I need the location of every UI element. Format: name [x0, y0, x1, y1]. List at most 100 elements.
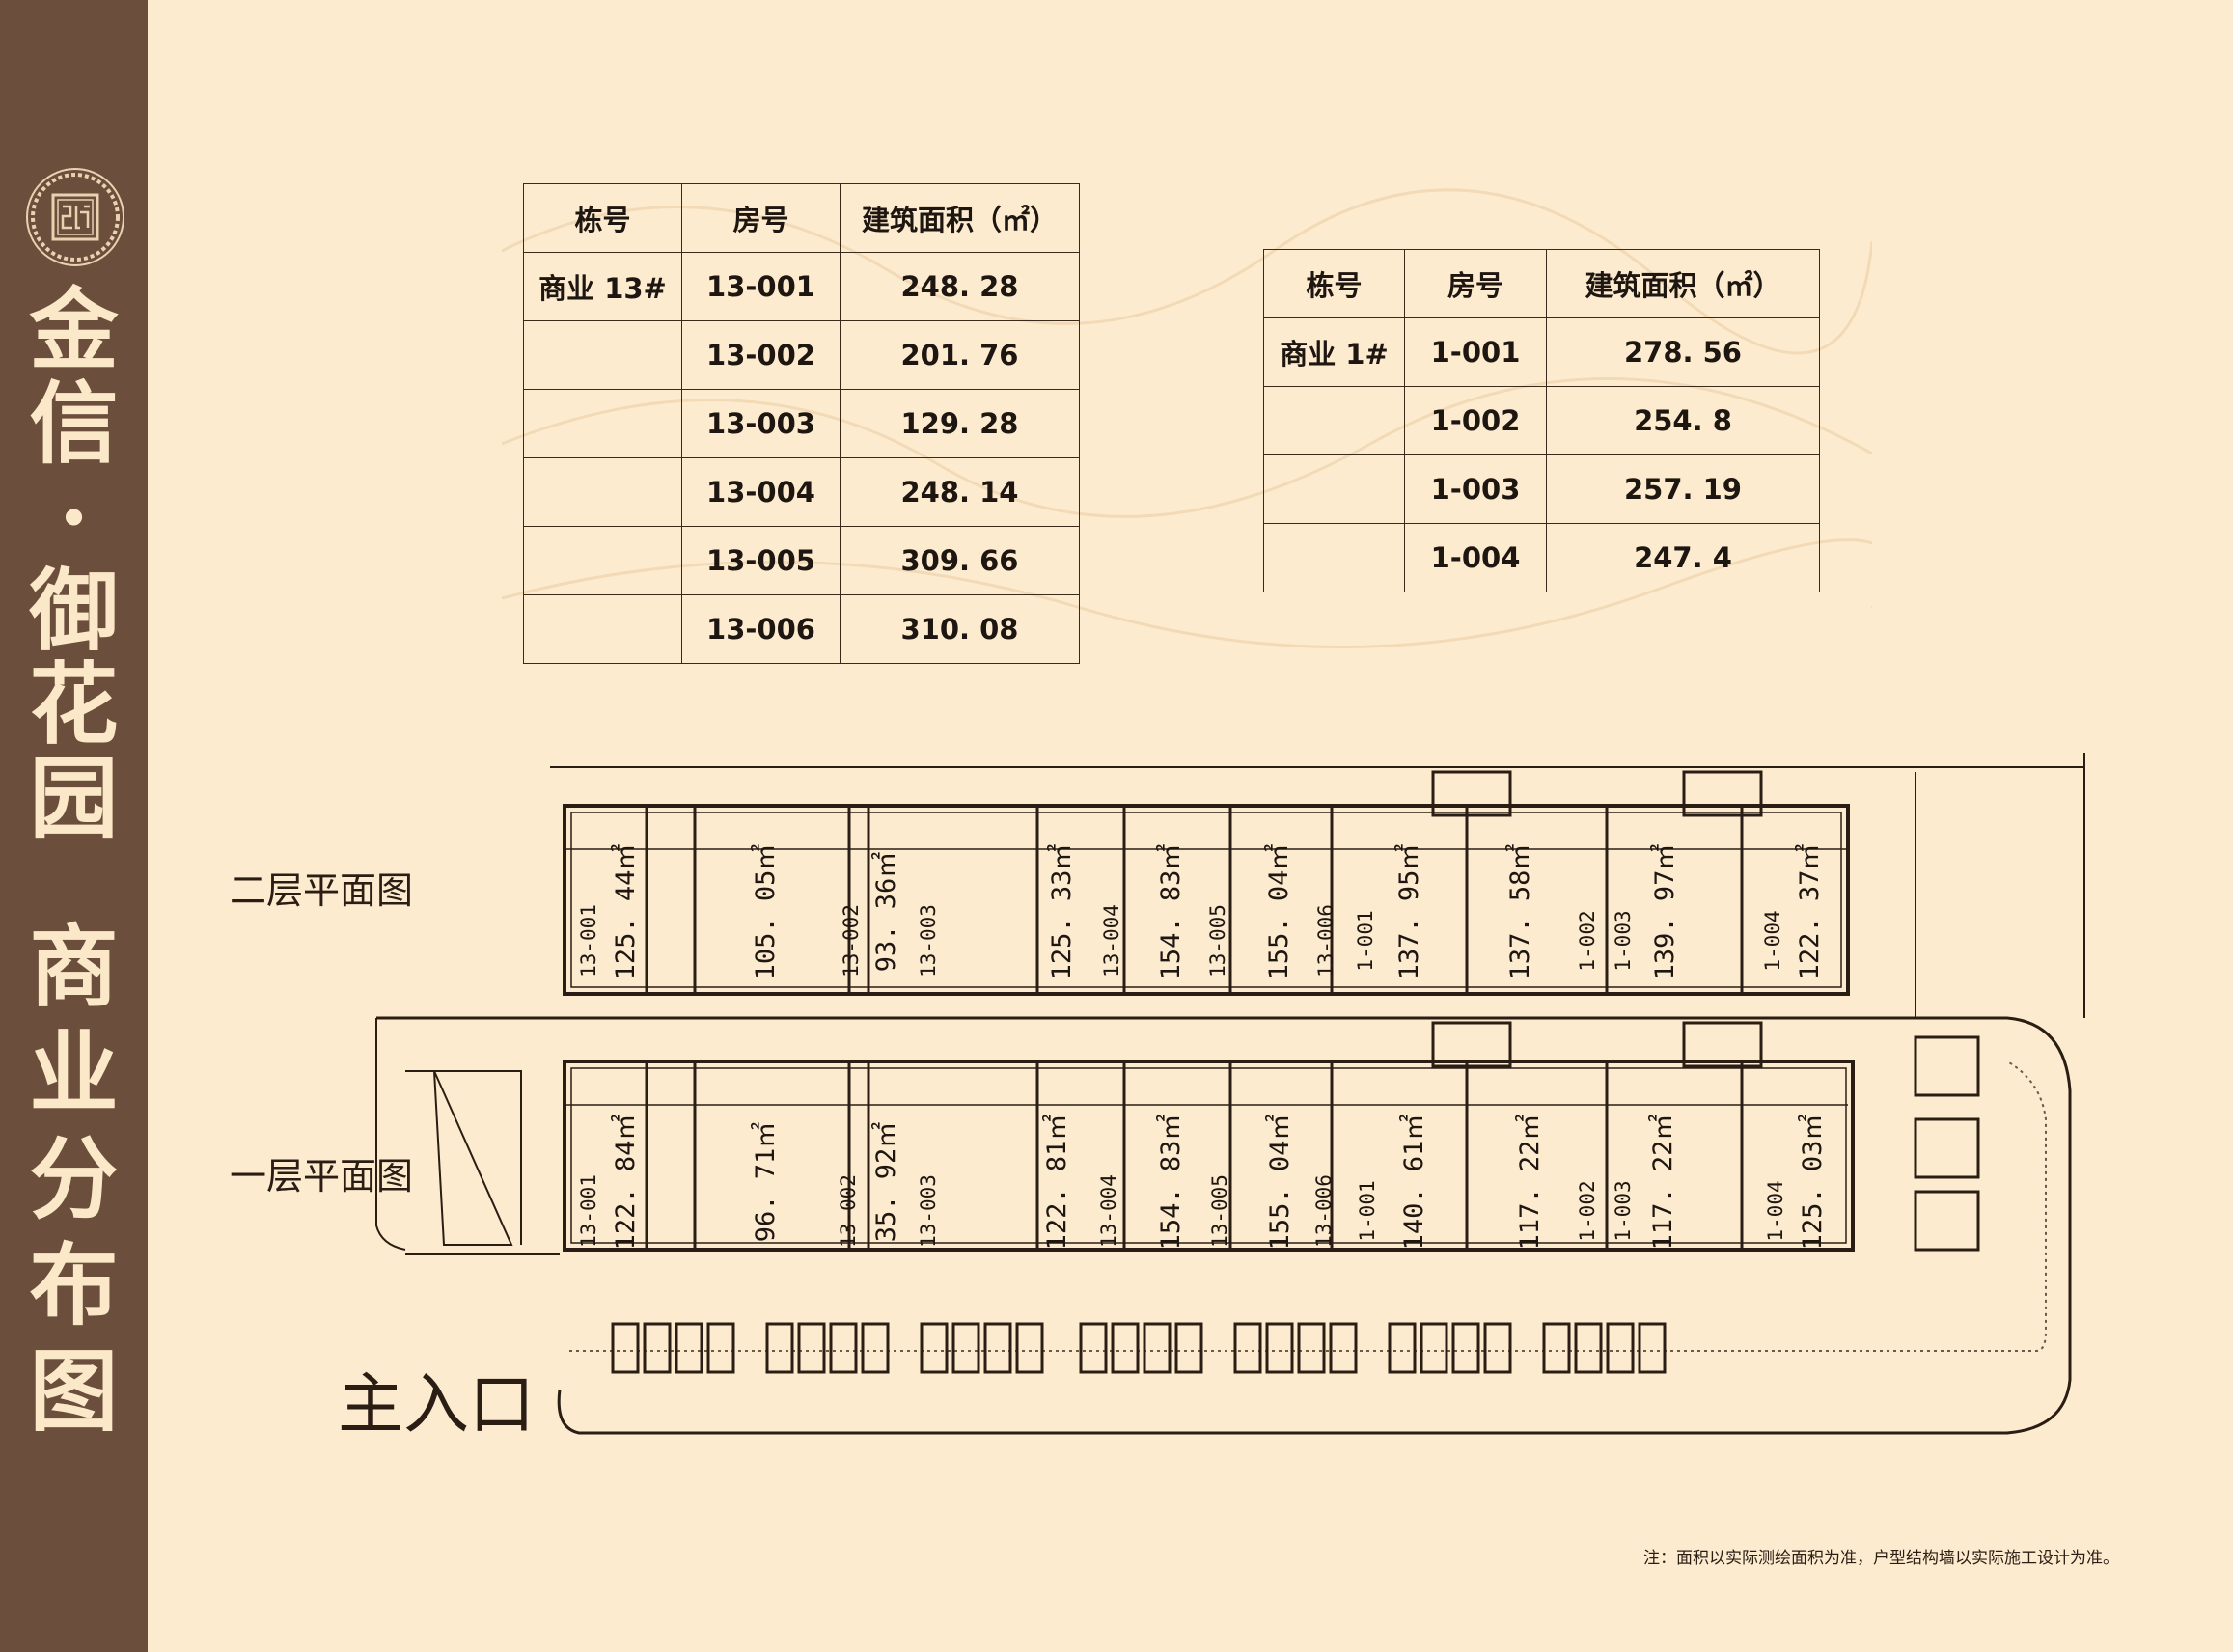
table-cell: 1-004 [1404, 523, 1547, 592]
unit-number-label: 13-003 [917, 1174, 940, 1248]
table-cell: 商业 13# [523, 252, 682, 321]
title-char: 金 [29, 278, 119, 382]
unit-area-label: 117. 22㎡ [1648, 1115, 1678, 1251]
table-cell: 13-006 [681, 594, 841, 664]
parking-stall [706, 1322, 735, 1374]
first-floor-label: 一层平面图 [230, 1155, 414, 1198]
title-char: 园 [29, 746, 119, 850]
footnote: 注：面积以实际测绘面积为准，户型结构墙以实际施工设计为准。 [1643, 1549, 2119, 1568]
table-cell: 247. 4 [1546, 523, 1820, 592]
parking-stall [983, 1322, 1012, 1374]
table-cell: 1-003 [1404, 454, 1547, 524]
parking-stall [675, 1322, 703, 1374]
column-header: 房号 [681, 183, 841, 253]
parking-stall [1143, 1322, 1172, 1374]
unit-area-label: 122. 81㎡ [1042, 1115, 1072, 1251]
main-entrance-label: 主入口 [338, 1367, 536, 1444]
parking-stall [1233, 1322, 1262, 1374]
table-cell [1263, 523, 1405, 592]
unit-area-label: 137. 95㎡ [1394, 844, 1424, 980]
table-cell: 310. 08 [840, 594, 1080, 664]
subtitle-char: 布 [29, 1233, 119, 1337]
unit-number-label: 13-005 [1206, 904, 1229, 977]
unit-number-label: 1-004 [1764, 1180, 1787, 1241]
unit-number-label: 13-001 [577, 904, 600, 977]
table-cell: 13-002 [681, 320, 841, 390]
table-cell: 13-004 [681, 457, 841, 527]
table-header: 栋号房号建筑面积（㎡） [1263, 249, 1820, 318]
table-cell: 13-005 [681, 526, 841, 595]
unit-area-label: 122. 37㎡ [1795, 844, 1825, 980]
unit-area-label: 96. 71㎡ [751, 1122, 781, 1243]
table-cell [523, 526, 682, 595]
parking-stall [1451, 1322, 1480, 1374]
unit-number-label: 1-003 [1612, 910, 1635, 971]
parking-stall [920, 1322, 949, 1374]
column-header: 建筑面积（㎡） [840, 183, 1080, 253]
unit-number-label: 13-005 [1208, 1174, 1231, 1248]
parking-stall [861, 1322, 890, 1374]
table-cell [523, 320, 682, 390]
unit-area-label: 154. 83㎡ [1156, 1115, 1186, 1251]
parking-stall [1638, 1322, 1667, 1374]
table-cell: 248. 28 [840, 252, 1080, 321]
parking-stall [1606, 1322, 1635, 1374]
unit-area-label: 125. 03㎡ [1798, 1115, 1828, 1251]
table-header: 栋号房号建筑面积（㎡） [523, 183, 1080, 253]
parking-stall [1297, 1322, 1326, 1374]
parking-stall [611, 1322, 640, 1374]
table-cell: 254. 8 [1546, 386, 1820, 455]
parking-stall [1015, 1322, 1044, 1374]
parking-stall [1265, 1322, 1294, 1374]
unit-area-label: 117. 22㎡ [1515, 1115, 1545, 1251]
table-cell [523, 389, 682, 458]
parking-stall [1174, 1322, 1203, 1374]
unit-number-label: 13-004 [1097, 1174, 1120, 1248]
table-cell: 309. 66 [840, 526, 1080, 595]
sidebar: 金信·御花园商业分布图 [0, 0, 148, 1652]
unit-number-label: 13-006 [1312, 1174, 1336, 1248]
title-char: 花 [29, 652, 119, 757]
parking-stall [829, 1322, 858, 1374]
title-char: 信 [29, 372, 119, 476]
title-char: · [58, 465, 90, 569]
parking-stall [1388, 1322, 1417, 1374]
unit-area-label: 140. 61㎡ [1399, 1115, 1429, 1251]
unit-area-label: 125. 33㎡ [1047, 844, 1077, 980]
parking-stall [1079, 1322, 1108, 1374]
title-char: 御 [29, 559, 119, 663]
unit-area-label: 155. 04㎡ [1265, 1115, 1295, 1251]
unit-area-label: 139. 97㎡ [1650, 844, 1680, 980]
parking-stall [1542, 1322, 1571, 1374]
subtitle-char: 分 [29, 1127, 119, 1231]
unit-number-label: 1-001 [1356, 1180, 1379, 1241]
table-cell: 商业 1# [1263, 317, 1405, 387]
unit-number-label: 13-004 [1100, 904, 1123, 977]
unit-area-label: 122. 84㎡ [611, 1115, 641, 1251]
unit-number-label: 13-006 [1314, 904, 1337, 977]
table-cell: 1-002 [1404, 386, 1547, 455]
unit-area-label: 155. 04㎡ [1264, 844, 1294, 980]
logo-seal-icon [26, 168, 124, 266]
parking-stall [1574, 1322, 1603, 1374]
table-cell [1263, 454, 1405, 524]
unit-number-label: 1-002 [1576, 1180, 1599, 1241]
table-cell [1263, 386, 1405, 455]
parking-stall [951, 1322, 980, 1374]
table-cell: 13-001 [681, 252, 841, 321]
unit-area-label: 137. 58㎡ [1505, 844, 1535, 980]
table-cell: 13-003 [681, 389, 841, 458]
table-cell: 278. 56 [1546, 317, 1820, 387]
parking-stall [1420, 1322, 1448, 1374]
unit-number-label: 1-002 [1576, 910, 1599, 971]
unit-number-label: 13-002 [840, 904, 863, 977]
